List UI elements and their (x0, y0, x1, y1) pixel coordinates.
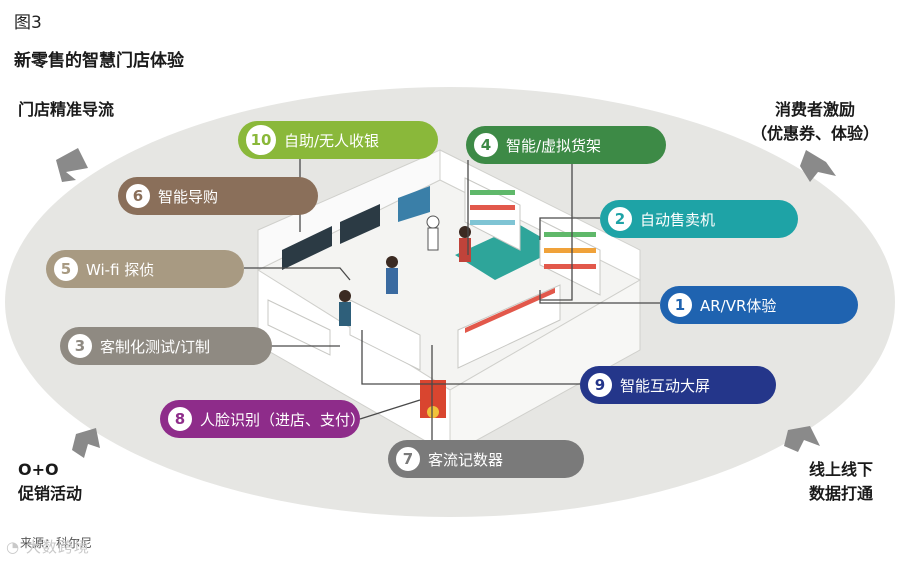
callout-number: 3 (66, 332, 94, 360)
callout-2-vending-machine: 2 自动售卖机 (600, 200, 798, 238)
callout-number: 2 (606, 205, 634, 233)
corner-bottom-left: O+O 促销活动 (18, 458, 82, 506)
callout-label: 人脸识别（进店、支付） (200, 410, 366, 429)
callout-9-interactive-screen: 9 智能互动大屏 (580, 366, 776, 404)
source-note: 来源：科尔尼 (20, 536, 93, 550)
callout-6-smart-guide: 6 智能导购 (118, 177, 318, 215)
arrow-chevron-bottom-right-icon (784, 426, 820, 452)
callout-number: 7 (394, 445, 422, 473)
callout-label: 客流记数器 (428, 450, 504, 469)
corner-top-right-line1: 消费者激励 (774, 100, 855, 119)
corner-top-left: 门店精准导流 (18, 100, 115, 119)
callout-number: 10 (244, 123, 278, 157)
callout-label: 智能互动大屏 (620, 376, 711, 395)
watermark-logo-icon: ◔ (6, 538, 26, 556)
callout-number: 8 (166, 405, 194, 433)
callout-4-smart-shelf: 4 智能/虚拟货架 (466, 126, 666, 164)
figure-title: 新零售的智慧门店体验 (14, 51, 184, 71)
callout-1-ar-vr: 1 AR/VR体验 (660, 286, 858, 324)
callout-label: 自助/无人收银 (284, 131, 380, 150)
callout-8-face-recognition: 8 人脸识别（进店、支付） (160, 400, 365, 438)
callout-label: 智能导购 (158, 187, 219, 206)
arrow-chevron-top-left-icon (56, 148, 88, 182)
arrow-chevron-bottom-left-icon (72, 428, 100, 458)
corner-bottom-right-line1: 线上线下 (808, 460, 873, 479)
callout-label: 智能/虚拟货架 (506, 136, 602, 155)
corner-bottom-right: 线上线下 数据打通 (796, 458, 886, 506)
callout-number: 9 (586, 371, 614, 399)
corner-bottom-left-line2: 促销活动 (18, 484, 83, 503)
watermark: ◔ 大数跨境 (6, 536, 90, 557)
arrow-chevron-top-right-icon (800, 150, 836, 182)
corner-top-right: 消费者激励 （优惠券、体验） (740, 98, 890, 146)
callout-3-custom-testing: 3 客制化测试/订制 (60, 327, 272, 365)
callout-label: Wi-fi 探侦 (86, 260, 155, 279)
callout-label: 客制化测试/订制 (100, 337, 211, 356)
callout-10-self-checkout: 10 自助/无人收银 (238, 121, 438, 159)
callout-number: 6 (124, 182, 152, 210)
store-illustration (256, 149, 642, 456)
callout-number: 1 (666, 291, 694, 319)
connector-lines (232, 158, 660, 440)
watermark-text: 大数跨境 (25, 538, 90, 556)
callout-label: 自动售卖机 (640, 210, 716, 229)
callout-number: 5 (52, 255, 80, 283)
figure-label: 图3 (14, 13, 42, 33)
callout-7-foot-traffic-counter: 7 客流记数器 (388, 440, 584, 478)
corner-bottom-left-line1: O+O (18, 460, 59, 479)
corner-top-right-line2: （优惠券、体验） (750, 124, 879, 143)
callout-number: 4 (472, 131, 500, 159)
callout-5-wifi-probe: 5 Wi-fi 探侦 (46, 250, 244, 288)
corner-bottom-right-line2: 数据打通 (808, 484, 873, 503)
callout-label: AR/VR体验 (700, 296, 777, 315)
